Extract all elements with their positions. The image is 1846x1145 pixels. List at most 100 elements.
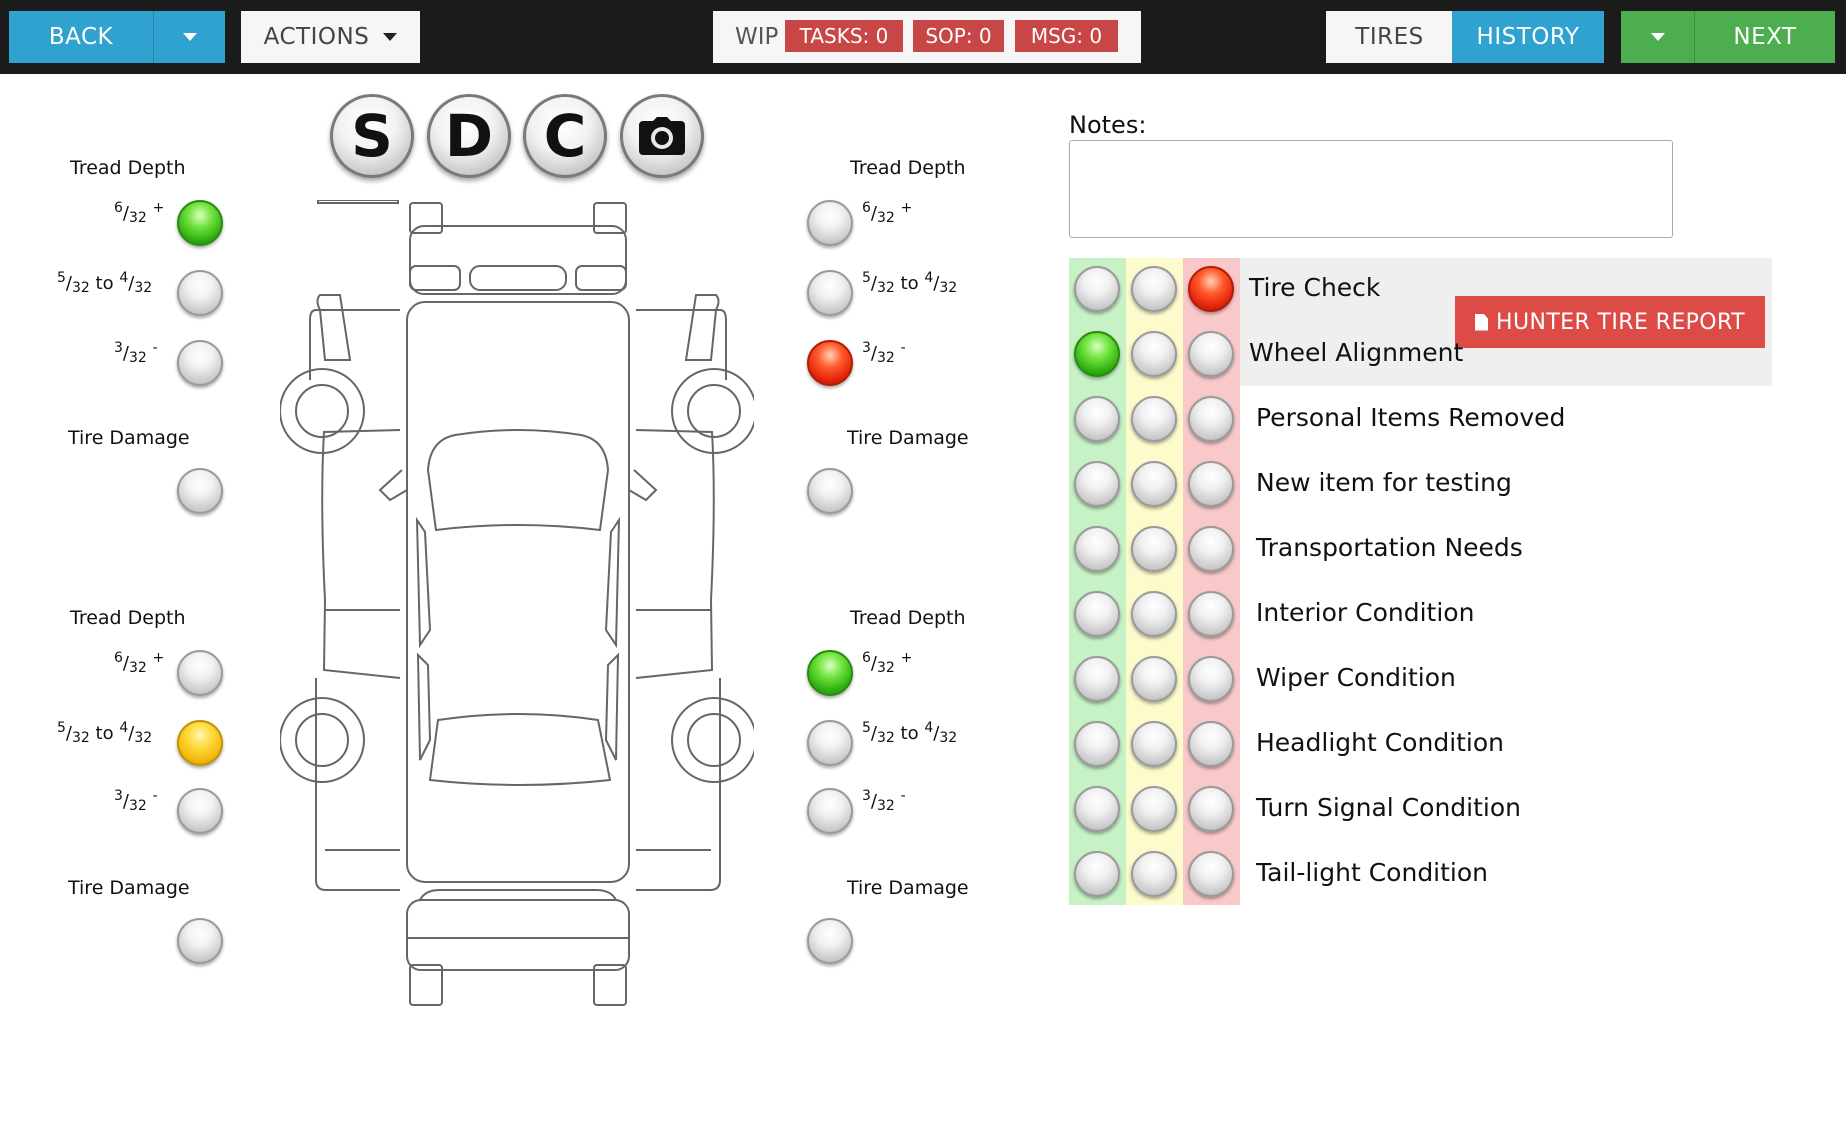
wip-status-group: WIP TASKS: 0 SOP: 0 MSG: 0 [713, 11, 1141, 63]
checklist-yellow-light[interactable] [1131, 786, 1177, 832]
checklist-red-light[interactable] [1188, 461, 1234, 507]
checklist-green-light[interactable] [1074, 396, 1120, 442]
checklist-green-light[interactable] [1074, 266, 1120, 312]
caret-down-icon [383, 33, 398, 41]
tread-label-3-32-minus: 3/32 - [862, 340, 906, 366]
top-toolbar: BACK ACTIONS WIP TASKS: 0 SOP: 0 MSG: 0 … [0, 0, 1846, 74]
rear-right-tread-title: Tread Depth [850, 607, 966, 629]
checklist-yellow-light[interactable] [1131, 721, 1177, 767]
next-button[interactable]: NEXT [1694, 11, 1835, 63]
front-right-damage-light[interactable] [807, 468, 853, 514]
checklist-green-light[interactable] [1074, 461, 1120, 507]
checklist-yellow-light[interactable] [1131, 851, 1177, 897]
back-button[interactable]: BACK [9, 11, 153, 63]
checklist-green-light[interactable] [1074, 656, 1120, 702]
actions-label: ACTIONS [263, 24, 370, 50]
checklist-red-light[interactable] [1188, 266, 1234, 312]
front-right-tread-3-32-light[interactable] [807, 340, 853, 386]
checklist-green-light[interactable] [1074, 786, 1120, 832]
checklist-yellow-light[interactable] [1131, 266, 1177, 312]
caret-down-icon [1650, 33, 1665, 41]
rear-right-tread-5-4-light[interactable] [807, 720, 853, 766]
document-icon [1475, 313, 1489, 331]
rear-left-tread-3-32-light[interactable] [177, 788, 223, 834]
tread-label-3-32-minus: 3/32 - [114, 788, 158, 814]
checklist-yellow-light[interactable] [1131, 591, 1177, 637]
checklist-yellow-light[interactable] [1131, 396, 1177, 442]
front-left-damage-title: Tire Damage [68, 427, 190, 449]
rear-left-tread-5-4-light[interactable] [177, 720, 223, 766]
tread-label-6-32-plus: 6/32 + [114, 200, 165, 226]
rear-left-damage-title: Tire Damage [68, 877, 190, 899]
checklist-item-label: Personal Items Removed [1256, 403, 1566, 432]
checklist-item-label: Wiper Condition [1256, 663, 1456, 692]
d-tool-button[interactable]: D [427, 94, 511, 178]
history-button[interactable]: HISTORY [1452, 11, 1604, 63]
notes-textarea[interactable] [1069, 140, 1673, 238]
sop-badge[interactable]: SOP: 0 [913, 20, 1004, 52]
front-right-damage-title: Tire Damage [847, 427, 969, 449]
rear-left-damage-light[interactable] [177, 918, 223, 964]
front-right-tread-title: Tread Depth [850, 157, 966, 179]
front-right-tread-6-32-light[interactable] [807, 200, 853, 246]
c-tool-button[interactable]: C [523, 94, 607, 178]
checklist-item-label: Wheel Alignment [1249, 338, 1464, 367]
checklist-yellow-light[interactable] [1131, 461, 1177, 507]
checklist-red-light[interactable] [1188, 591, 1234, 637]
checklist-red-light[interactable] [1188, 396, 1234, 442]
checklist-red-light[interactable] [1188, 851, 1234, 897]
s-tool-button[interactable]: S [330, 94, 414, 178]
camera-button[interactable] [620, 94, 704, 178]
wip-label: WIP [735, 24, 779, 50]
checklist-red-light[interactable] [1188, 721, 1234, 767]
tread-label-6-32-plus: 6/32 + [862, 650, 913, 676]
tread-label-5-32-to-4-32: 5/32 to 4/32 [57, 720, 153, 746]
tread-label-3-32-minus: 3/32 - [862, 788, 906, 814]
tread-label-6-32-plus: 6/32 + [114, 650, 165, 676]
tread-label-6-32-plus: 6/32 + [862, 200, 913, 226]
checklist-green-light[interactable] [1074, 721, 1120, 767]
rear-right-tread-6-32-light[interactable] [807, 650, 853, 696]
back-dropdown-button[interactable] [153, 11, 225, 63]
checklist-yellow-light[interactable] [1131, 656, 1177, 702]
notes-label: Notes: [1069, 111, 1147, 139]
checklist-yellow-light[interactable] [1131, 331, 1177, 377]
front-right-tread-5-4-light[interactable] [807, 270, 853, 316]
tread-label-5-32-to-4-32: 5/32 to 4/32 [862, 720, 958, 746]
rear-left-tread-title: Tread Depth [70, 607, 186, 629]
front-left-tread-5-4-light[interactable] [177, 270, 223, 316]
front-left-tread-6-32-light[interactable] [177, 200, 223, 246]
checklist-item-label: Headlight Condition [1256, 728, 1505, 757]
hunter-tire-report-label: HUNTER TIRE REPORT [1496, 309, 1745, 335]
front-left-tread-3-32-light[interactable] [177, 340, 223, 386]
hunter-tire-report-button[interactable]: HUNTER TIRE REPORT [1455, 296, 1765, 348]
front-left-tread-title: Tread Depth [70, 157, 186, 179]
front-left-damage-light[interactable] [177, 468, 223, 514]
checklist-green-light[interactable] [1074, 591, 1120, 637]
tires-button[interactable]: TIRES [1326, 11, 1453, 63]
rear-right-damage-title: Tire Damage [847, 877, 969, 899]
checklist-green-light[interactable] [1074, 331, 1120, 377]
checklist-red-light[interactable] [1188, 656, 1234, 702]
rear-left-tread-6-32-light[interactable] [177, 650, 223, 696]
msg-badge[interactable]: MSG: 0 [1015, 20, 1118, 52]
rear-right-tread-3-32-light[interactable] [807, 788, 853, 834]
rear-right-damage-light[interactable] [807, 918, 853, 964]
checklist-red-light[interactable] [1188, 786, 1234, 832]
checklist-red-light[interactable] [1188, 331, 1234, 377]
checklist-item-label: Turn Signal Condition [1256, 793, 1521, 822]
checklist-item-label: Tire Check [1249, 273, 1381, 302]
tread-label-5-32-to-4-32: 5/32 to 4/32 [862, 270, 958, 296]
checklist-item-label: Transportation Needs [1256, 533, 1523, 562]
checklist-yellow-light[interactable] [1131, 526, 1177, 572]
tasks-badge[interactable]: TASKS: 0 [785, 20, 903, 52]
checklist-item-label: New item for testing [1256, 468, 1512, 497]
checklist-green-light[interactable] [1074, 526, 1120, 572]
checklist-green-light[interactable] [1074, 851, 1120, 897]
vehicle-diagram [280, 200, 754, 1006]
checklist-item-label: Interior Condition [1256, 598, 1475, 627]
next-dropdown-button[interactable] [1621, 11, 1694, 63]
actions-button[interactable]: ACTIONS [241, 11, 420, 63]
camera-icon [639, 117, 685, 155]
checklist-red-light[interactable] [1188, 526, 1234, 572]
